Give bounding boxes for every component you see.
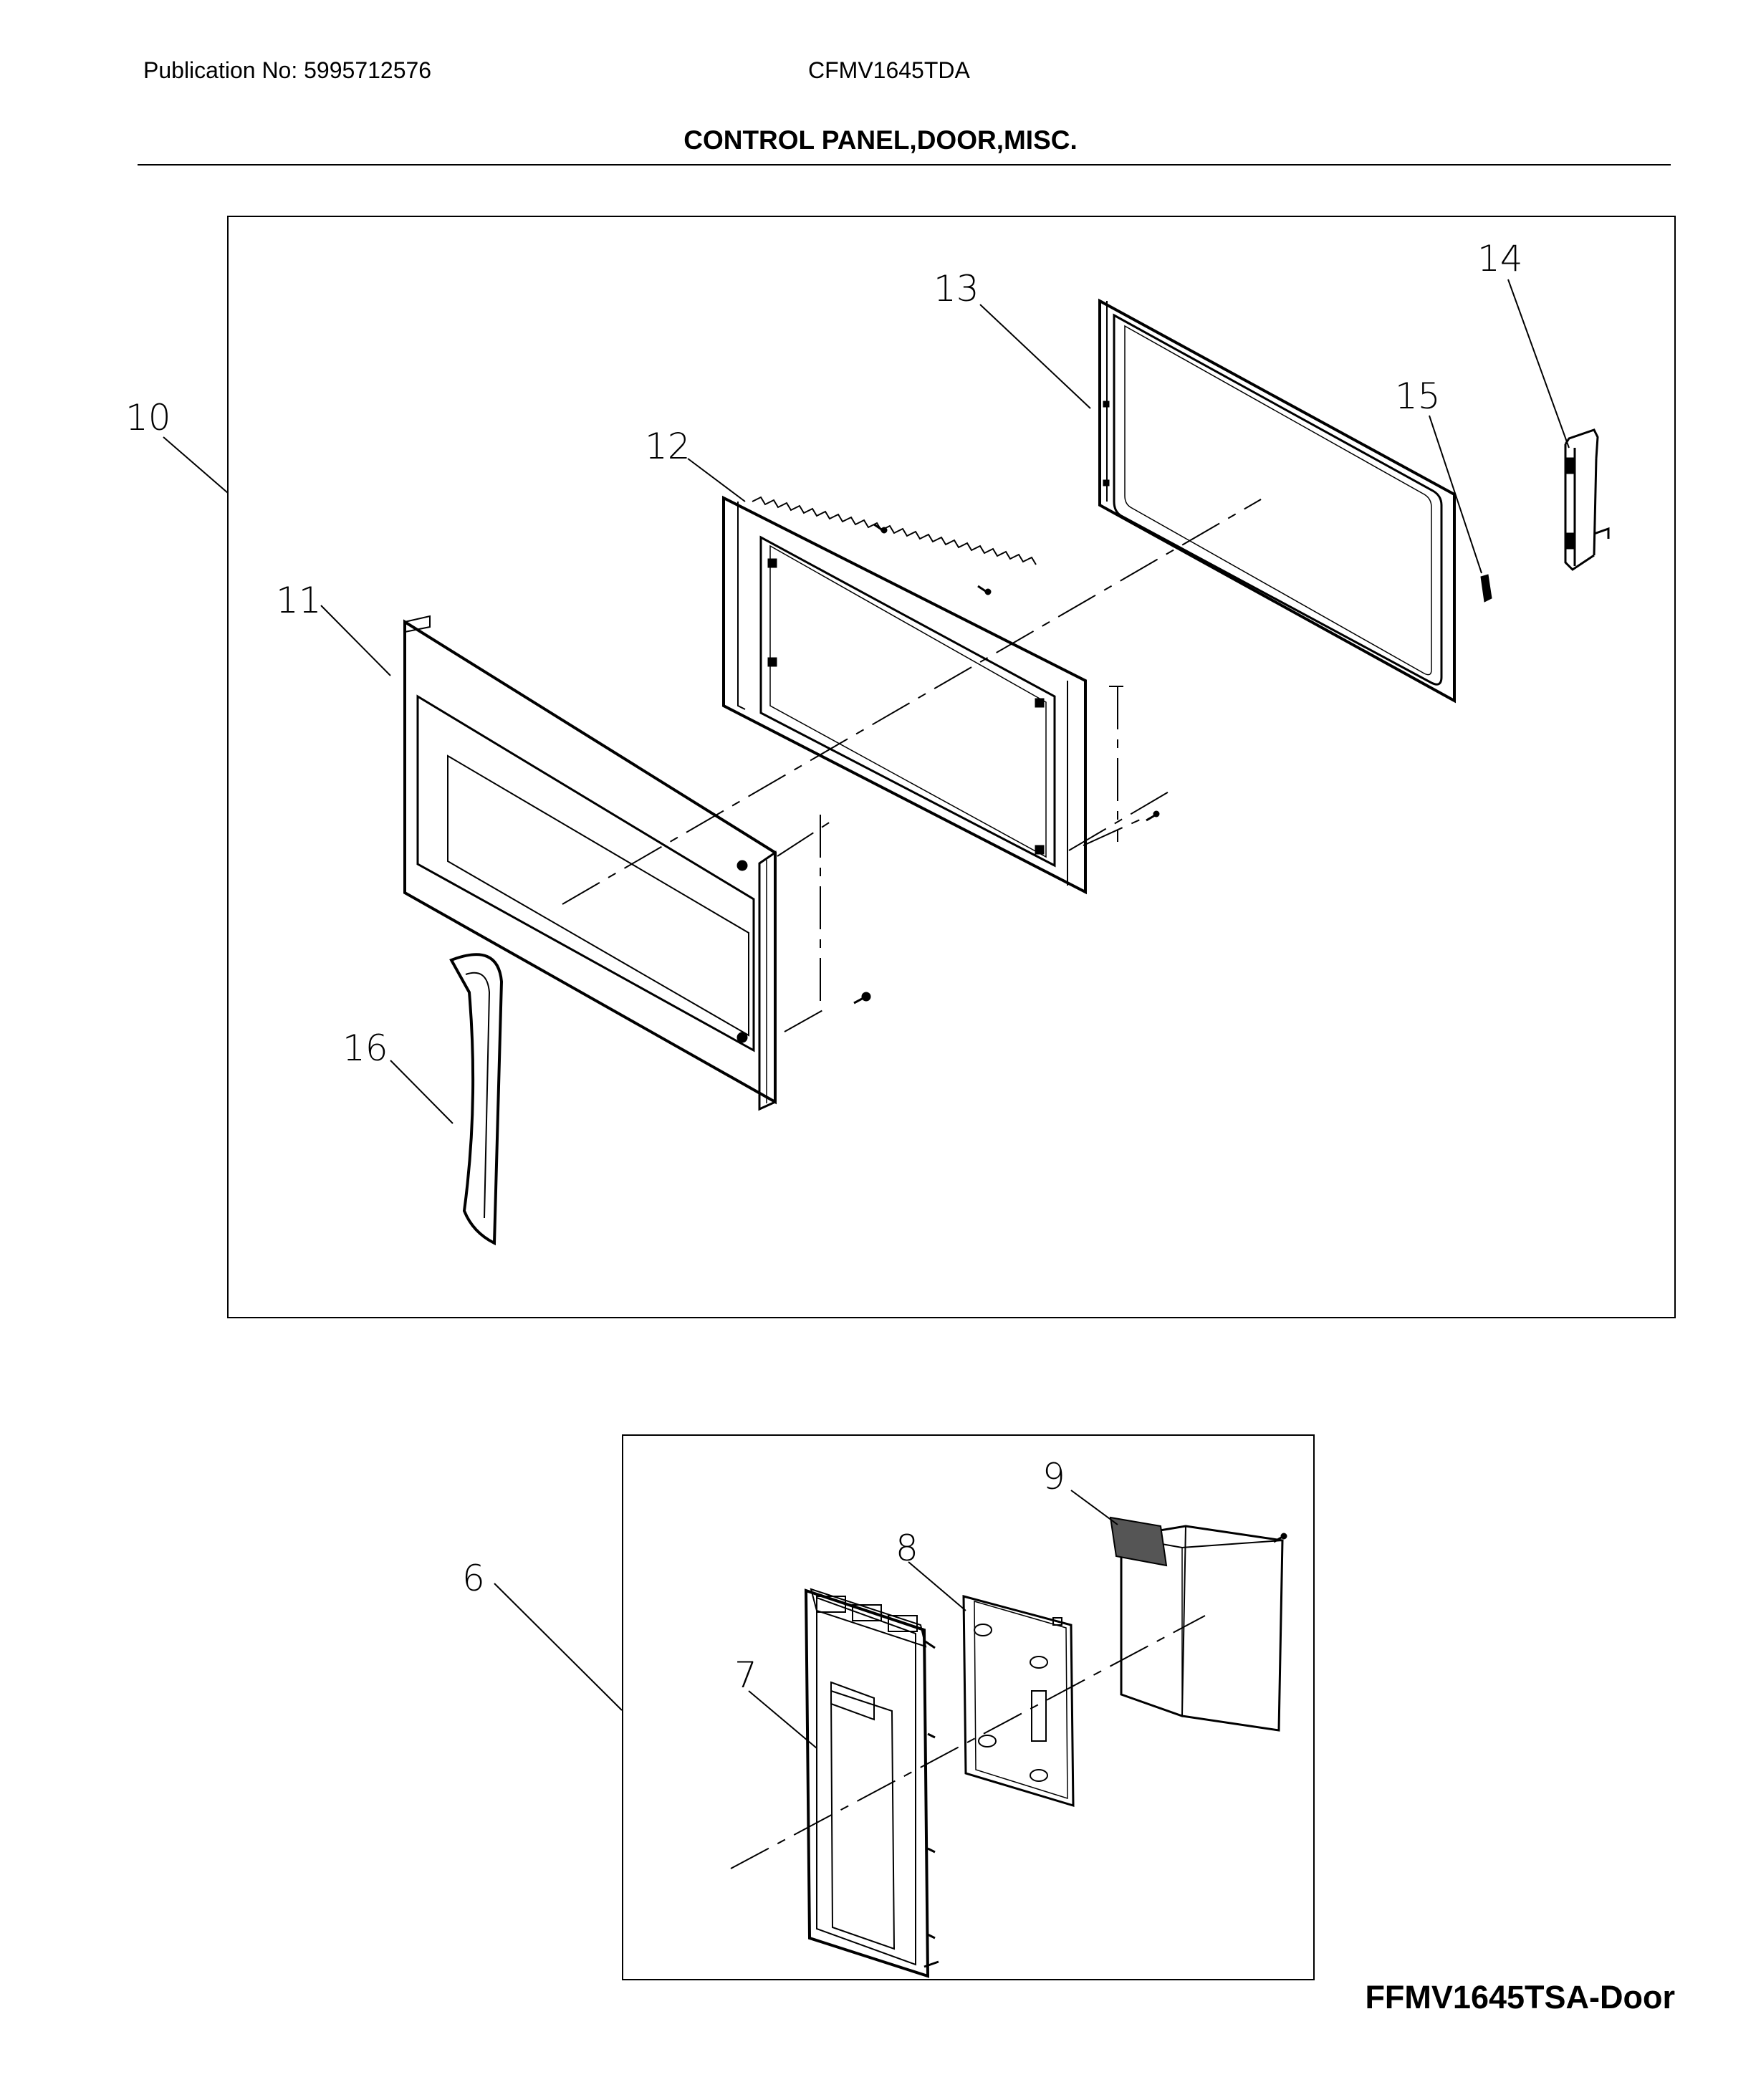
part-16-door-handle xyxy=(449,953,504,1246)
diagram-footer-label: FFMV1645TSA-Door xyxy=(1365,1979,1675,2015)
part-7-control-panel xyxy=(804,1588,939,1978)
callout-13: 13 xyxy=(934,268,979,310)
part-8-control-bracket xyxy=(962,1595,1075,1808)
control-panel-frame xyxy=(622,1434,1315,1980)
bottom-leader-lines xyxy=(494,1490,1118,1749)
top-leader-lines xyxy=(163,279,1570,1124)
part-9-control-board-box xyxy=(1109,1516,1287,1732)
callout-7: 7 xyxy=(734,1654,757,1696)
part-11-door-panel xyxy=(403,615,777,1111)
top-fastener-screw xyxy=(853,992,871,1005)
callout-11: 11 xyxy=(276,580,322,621)
section-title: CONTROL PANEL,DOOR,MISC. xyxy=(683,125,1078,155)
top-assembly-lines xyxy=(562,499,1262,1032)
callout-15: 15 xyxy=(1395,375,1441,417)
part-15-door-spring xyxy=(1480,574,1492,603)
door-assembly-frame xyxy=(227,216,1676,1318)
callout-12: 12 xyxy=(645,426,691,467)
part-14-door-latch xyxy=(1564,428,1610,571)
callout-6: 6 xyxy=(462,1558,485,1599)
model-number: CFMV1645TDA xyxy=(808,57,970,83)
publication-number: Publication No: 5995712576 xyxy=(143,57,432,83)
header-rule xyxy=(138,164,1671,166)
callout-9: 9 xyxy=(1042,1456,1065,1497)
part-13-door-seal-frame xyxy=(1098,298,1456,704)
callout-10: 10 xyxy=(125,397,171,438)
part-12-door-inner-frame xyxy=(722,495,1160,895)
callout-8: 8 xyxy=(896,1528,918,1569)
callout-16: 16 xyxy=(342,1027,388,1069)
bottom-assembly-lines xyxy=(730,1615,1206,1869)
callout-14: 14 xyxy=(1477,238,1523,279)
